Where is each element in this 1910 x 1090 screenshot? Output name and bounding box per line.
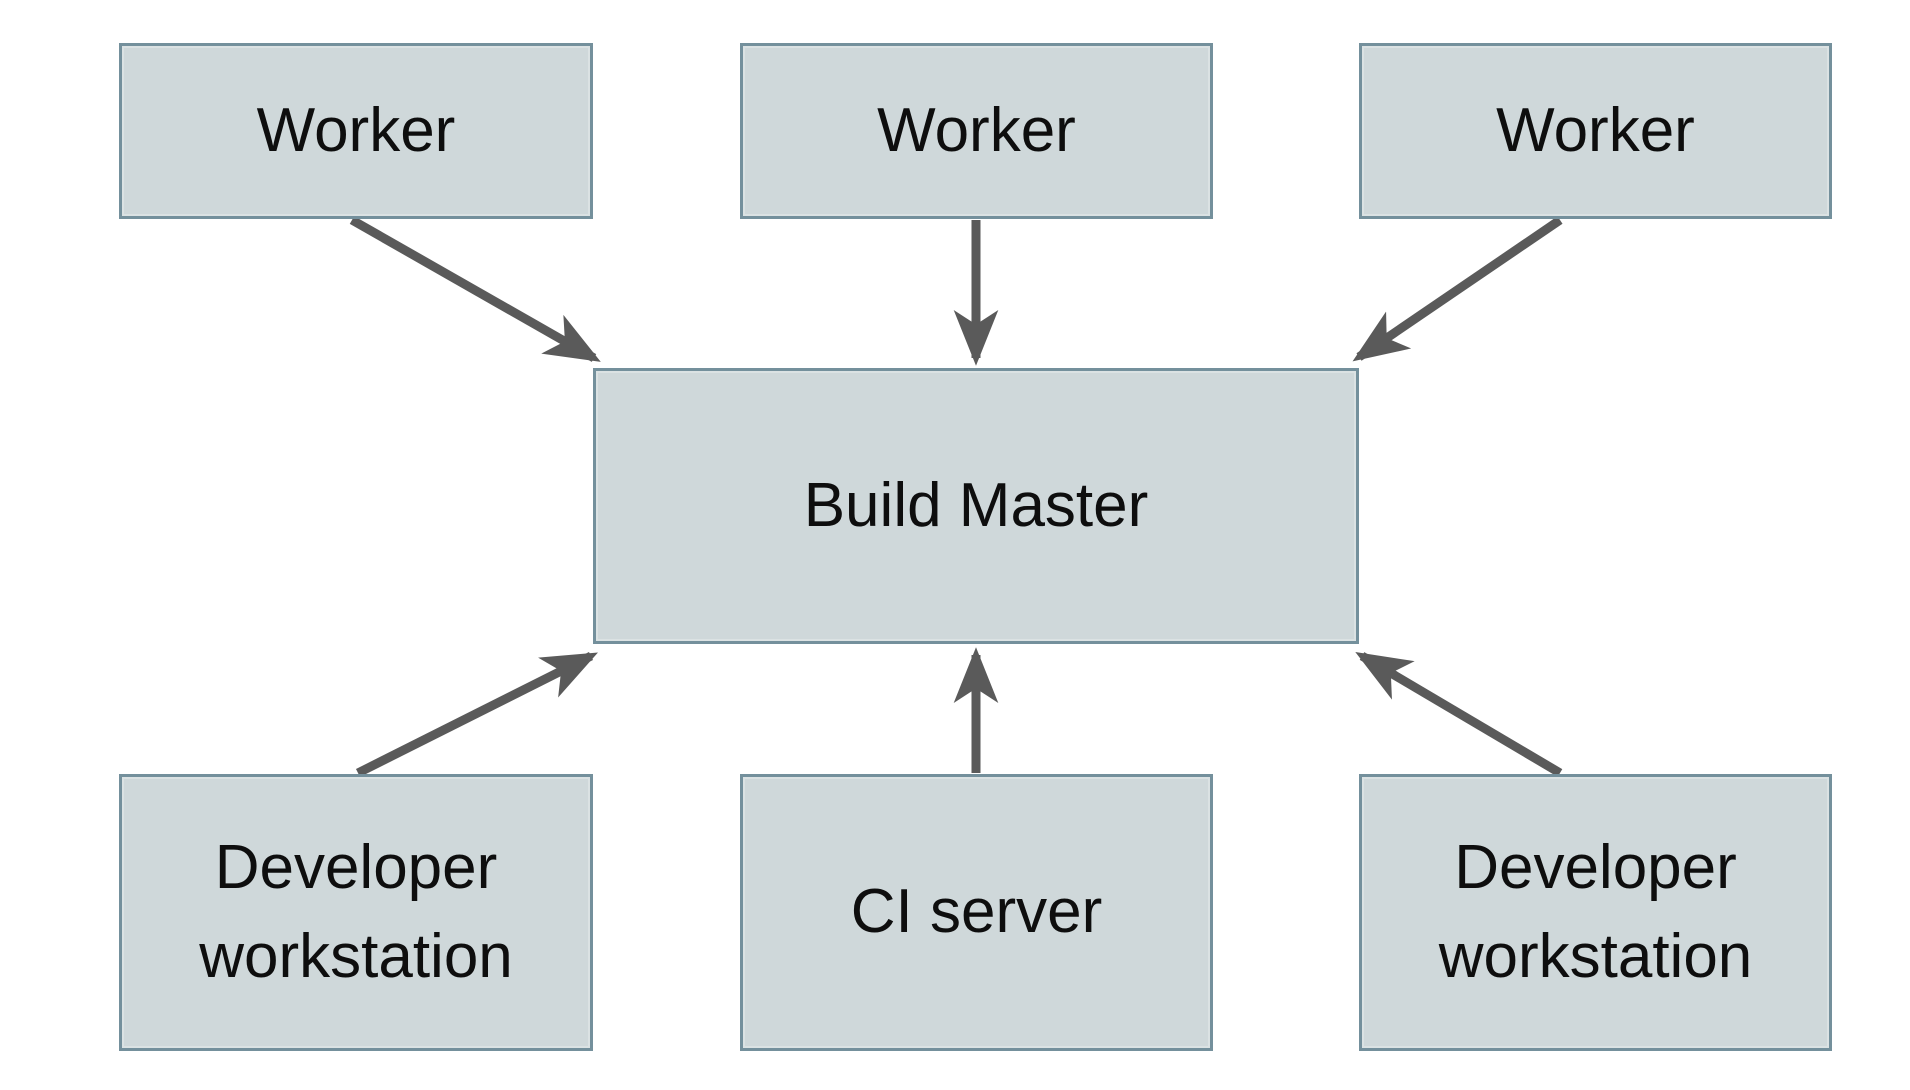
arrow-devleft-to-buildmaster <box>355 651 598 778</box>
node-developer-workstation-right: Developer workstation <box>1359 774 1832 1051</box>
node-worker-1-label: Worker <box>256 95 456 165</box>
node-worker-1: Worker <box>119 43 593 219</box>
arrow-devright-to-buildmaster <box>1355 652 1563 777</box>
node-build-master-label: Build Master <box>803 470 1149 540</box>
node-worker-3-label: Worker <box>1496 95 1695 165</box>
node-ci-server: CI server <box>740 774 1213 1051</box>
node-ci-server-label: CI server <box>850 877 1103 947</box>
node-build-master: Build Master <box>593 368 1359 644</box>
node-developer-workstation-left-label: Developer workstation <box>199 833 513 991</box>
node-worker-2: Worker <box>740 43 1213 219</box>
node-developer-workstation-right-label: Developer workstation <box>1438 833 1753 991</box>
arrow-worker3-to-buildmaster <box>1352 216 1563 362</box>
node-worker-3: Worker <box>1359 43 1832 219</box>
node-worker-2-label: Worker <box>877 95 1076 165</box>
node-developer-workstation-left: Developer workstation <box>119 774 593 1051</box>
arrow-worker1-to-buildmaster <box>349 216 601 362</box>
